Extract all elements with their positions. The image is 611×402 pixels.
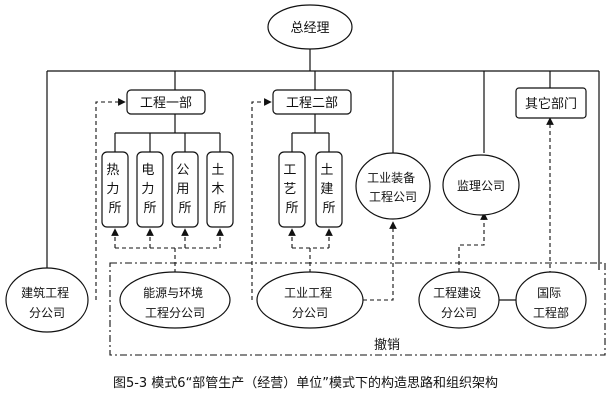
construction-branch-label: 建筑工程 xyxy=(21,285,69,300)
international-engineering-dept-node: 国际 工程部 xyxy=(515,271,587,329)
institute-thermal-char: 热 xyxy=(106,163,119,178)
construction-branch-node: 建筑工程 分公司 xyxy=(5,267,89,333)
abolish-boundary xyxy=(109,262,606,356)
institute-civil-char: 木 xyxy=(211,182,224,197)
supervision-company-label: 监理公司 xyxy=(457,179,505,193)
svg-text:工业装备 工程公司: 工业装备 工程公司 xyxy=(367,171,419,204)
engineering-construction-branch-node: 工程建设 分公司 xyxy=(418,271,500,329)
general-manager-label: 总经理 xyxy=(290,21,329,36)
engineering-dept-1-label: 工程一部 xyxy=(140,96,192,111)
engineering-dept-2-label: 工程二部 xyxy=(286,96,338,111)
institute-civil-char: 所 xyxy=(213,201,226,216)
institute-structural-char: 所 xyxy=(322,201,335,216)
svg-text:能源与环境 工程分公司: 能源与环境 工程分公司 xyxy=(143,285,207,320)
engineering-dept-2-node: 工程二部 xyxy=(272,89,352,115)
industrial-equipment-company-label: 工业装备 xyxy=(367,171,415,185)
institute-thermal-char: 所 xyxy=(108,201,121,216)
svg-text:土 木 所: 土 木 所 xyxy=(211,163,228,216)
other-depts-node: 其它部门 xyxy=(515,87,587,119)
engineering-construction-branch-label: 工程建设 xyxy=(433,285,481,300)
international-engineering-dept-label: 工程部 xyxy=(533,305,569,320)
abolish-label: 撤销 xyxy=(374,337,400,353)
org-structure-diagram: 撤销 总经理 工程一部 工程二部 其它部门 热 力 所 电 力 所 xyxy=(5,4,606,356)
institute-process-node: 工 艺 所 xyxy=(278,151,306,228)
svg-text:土 建 所: 土 建 所 xyxy=(320,163,337,216)
institute-structural-char: 土 xyxy=(320,163,333,178)
institute-electric-char: 力 xyxy=(141,182,154,197)
institute-process-char: 工 xyxy=(283,163,296,178)
svg-text:热 力 所: 热 力 所 xyxy=(106,163,123,216)
institute-thermal-char: 力 xyxy=(106,182,119,197)
energy-environment-branch-label: 工程分公司 xyxy=(145,305,205,320)
svg-text:国际 工程部: 国际 工程部 xyxy=(533,286,569,320)
energy-environment-branch-label: 能源与环境 xyxy=(143,285,203,300)
institute-structural-node: 土 建 所 xyxy=(315,151,343,228)
svg-text:公 用 所: 公 用 所 xyxy=(176,163,193,216)
institute-electric-char: 所 xyxy=(143,201,156,216)
construction-branch-label: 分公司 xyxy=(29,306,65,320)
institute-process-char: 艺 xyxy=(283,182,296,197)
institute-public-char: 公 xyxy=(176,163,189,178)
institute-process-char: 所 xyxy=(285,201,298,216)
industrial-engineering-branch-node: 工业工程 分公司 xyxy=(256,271,364,329)
svg-text:工业工程 分公司: 工业工程 分公司 xyxy=(284,285,336,320)
institute-structural-char: 建 xyxy=(320,182,333,197)
figure-caption: 图5-3 模式6“部管生产（经营）单位”模式下的构造思路和组织架构 xyxy=(112,376,499,391)
institute-electric-node: 电 力 所 xyxy=(136,151,164,228)
engineering-construction-branch-label: 分公司 xyxy=(441,306,477,320)
industrial-engineering-branch-label: 工业工程 xyxy=(284,285,332,300)
svg-text:工程建设 分公司: 工程建设 分公司 xyxy=(433,285,485,320)
other-depts-label: 其它部门 xyxy=(525,96,577,112)
institute-civil-node: 土 木 所 xyxy=(206,151,234,228)
industrial-equipment-company-label: 工程公司 xyxy=(369,189,417,204)
international-engineering-dept-label: 国际 xyxy=(537,286,561,300)
institute-public-node: 公 用 所 xyxy=(171,151,199,228)
svg-text:建筑工程 分公司: 建筑工程 分公司 xyxy=(21,285,73,320)
energy-environment-branch-node: 能源与环境 工程分公司 xyxy=(119,271,231,329)
supervision-company-node: 监理公司 xyxy=(442,154,520,216)
svg-text:工 艺 所: 工 艺 所 xyxy=(283,163,300,216)
institute-electric-char: 电 xyxy=(141,163,154,178)
institute-public-char: 所 xyxy=(178,201,191,216)
industrial-engineering-branch-label: 分公司 xyxy=(292,306,328,320)
institute-public-char: 用 xyxy=(176,182,189,197)
svg-text:电 力 所: 电 力 所 xyxy=(141,163,158,216)
institute-civil-char: 土 xyxy=(211,163,224,178)
engineering-dept-1-node: 工程一部 xyxy=(126,89,206,115)
general-manager-node: 总经理 xyxy=(267,4,353,50)
institute-thermal-node: 热 力 所 xyxy=(101,151,129,228)
industrial-equipment-company-node: 工业装备 工程公司 xyxy=(355,152,431,220)
